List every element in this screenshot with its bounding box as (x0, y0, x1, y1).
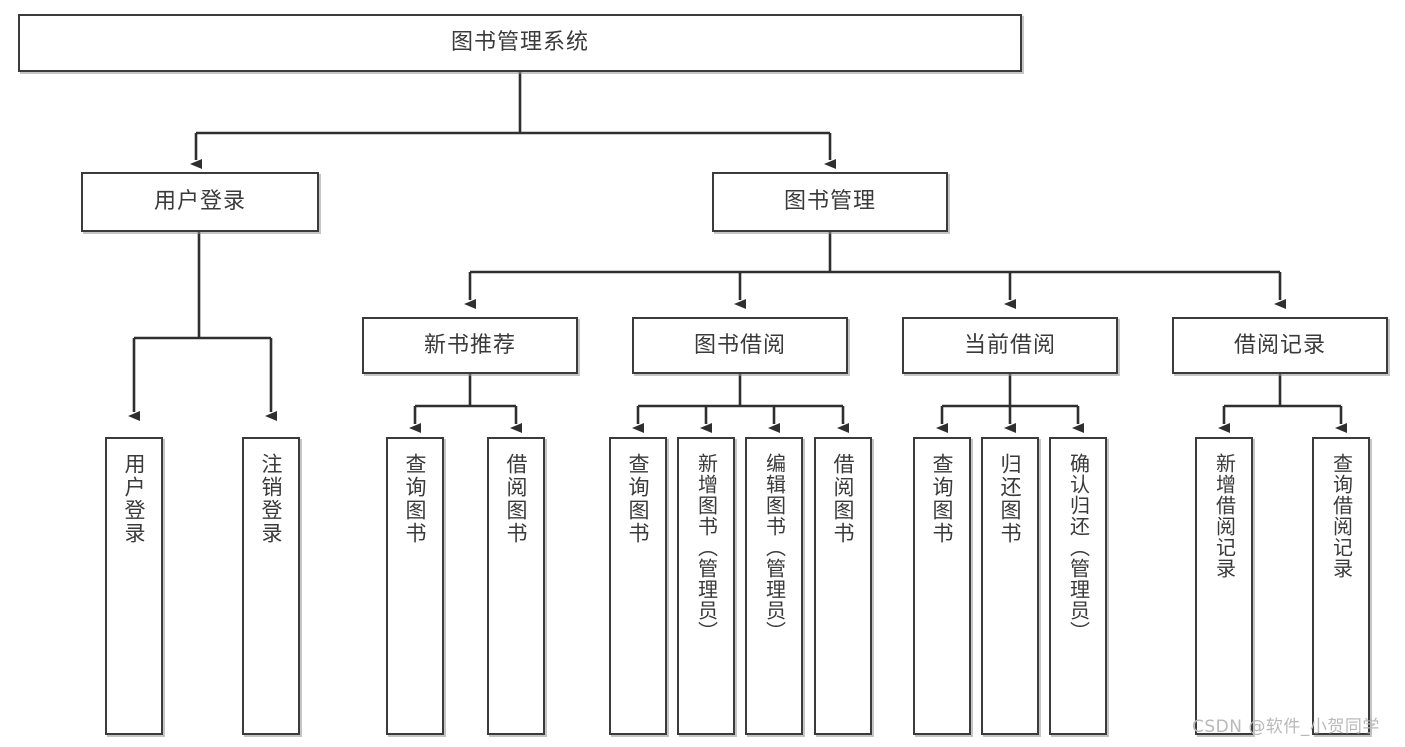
node-label: 查询图书 (403, 453, 428, 545)
node-label: 新书推荐 (423, 332, 516, 358)
leaf-add-borrow-record[interactable]: 新增借阅记录 (1195, 437, 1253, 735)
node-borrow-record[interactable]: 借阅记录 (1172, 317, 1388, 374)
node-label: 图书借阅 (693, 332, 786, 358)
node-label: 查询图书 (930, 453, 955, 545)
leaf-return-book[interactable]: 归还图书 (981, 437, 1039, 735)
node-user-login[interactable]: 用户登录 (81, 172, 319, 232)
leaf-query-book-recommend[interactable]: 查询图书 (386, 437, 444, 735)
leaf-confirm-return-admin[interactable]: 确认归还（管理员） (1049, 437, 1107, 735)
node-label: 借阅图书 (831, 453, 856, 545)
node-label: 新增借阅记录 (1212, 453, 1237, 579)
leaf-borrow-book-recommend[interactable]: 借阅图书 (487, 437, 545, 735)
node-label: 确认归还（管理员） (1066, 453, 1091, 642)
leaf-logout[interactable]: 注销登录 (242, 437, 300, 735)
watermark: CSDN @软件_小贺同学 (1192, 717, 1380, 737)
leaf-borrow-book[interactable]: 借阅图书 (814, 437, 872, 735)
node-label: 用户登录 (122, 453, 147, 545)
node-label: 借阅记录 (1233, 332, 1326, 358)
node-label: 编辑图书（管理员） (762, 453, 787, 642)
node-label: 图书管理系统 (450, 30, 589, 56)
node-new-book-recommend[interactable]: 新书推荐 (362, 317, 578, 374)
leaf-add-book-admin[interactable]: 新增图书（管理员） (677, 437, 735, 735)
leaf-query-book-borrow[interactable]: 查询图书 (609, 437, 667, 735)
node-label: 查询图书 (626, 453, 651, 545)
node-label: 归还图书 (998, 453, 1023, 545)
node-label: 借阅图书 (504, 453, 529, 545)
node-label: 查询借阅记录 (1329, 453, 1354, 579)
leaf-edit-book-admin[interactable]: 编辑图书（管理员） (745, 437, 803, 735)
node-label: 当前借阅 (963, 332, 1056, 358)
node-label: 用户登录 (153, 189, 246, 215)
leaf-query-borrow-record[interactable]: 查询借阅记录 (1312, 437, 1370, 735)
node-book-management[interactable]: 图书管理 (712, 172, 948, 232)
node-current-borrow[interactable]: 当前借阅 (902, 317, 1118, 374)
leaf-query-book-current[interactable]: 查询图书 (913, 437, 971, 735)
leaf-user-login[interactable]: 用户登录 (105, 437, 163, 735)
node-label: 注销登录 (259, 453, 284, 545)
node-root-book-management-system[interactable]: 图书管理系统 (18, 14, 1022, 72)
node-label: 图书管理 (783, 189, 876, 215)
node-label: 新增图书（管理员） (694, 453, 719, 642)
node-book-borrow[interactable]: 图书借阅 (632, 317, 848, 374)
